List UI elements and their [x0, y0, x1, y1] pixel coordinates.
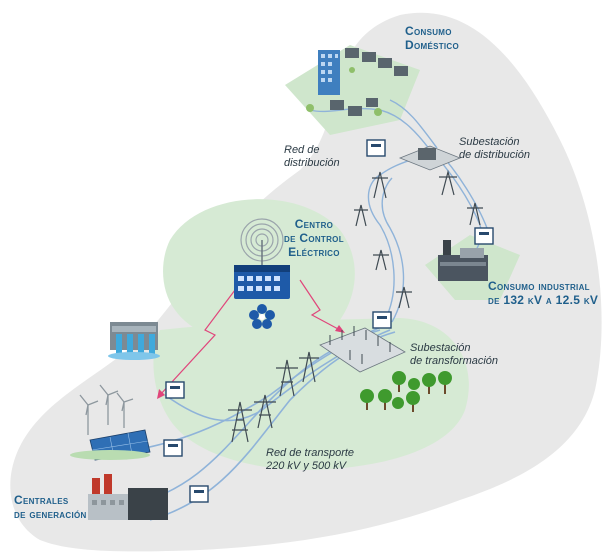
factory-icon — [88, 474, 168, 520]
industrial-plant-icon — [438, 240, 488, 281]
houses-icon — [306, 48, 408, 116]
meter-dials — [168, 144, 489, 493]
label-subestacion-transformacion: Subestación de transformación — [410, 342, 499, 367]
distribution-substation-icon — [398, 145, 462, 171]
label-red-distribucion: Red de distribución — [284, 144, 340, 169]
label-centrales-generacion: Centrales de generación — [14, 493, 87, 521]
tree-icon — [360, 371, 452, 412]
control-center-icon — [234, 218, 290, 329]
flower-logo-icon — [249, 304, 275, 329]
label-subestacion-distribucion: Subestación de distribución — [459, 136, 530, 161]
label-consumo-industrial: Consumo industrial de 132 kV a 12.5 kV — [488, 279, 599, 307]
hydro-dam-icon — [108, 322, 160, 360]
substation-icon — [319, 326, 406, 373]
control-links — [159, 279, 341, 396]
label-red-transporte: Red de transporte 220 kV y 500 kV — [266, 447, 355, 472]
label-consumo-domestico: Consumo Doméstico — [405, 24, 460, 52]
wind-turbine-icon — [79, 384, 134, 435]
power-tower-icon — [228, 169, 483, 443]
solar-panel-icon — [70, 429, 151, 461]
link-arrow-left — [157, 389, 165, 399]
label-centro-control: Centro de Control Eléctrico — [284, 217, 344, 259]
